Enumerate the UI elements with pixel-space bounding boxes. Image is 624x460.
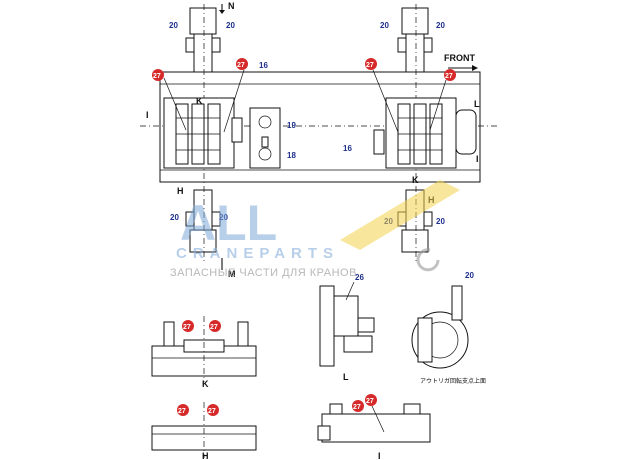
view-k-post-right	[237, 321, 249, 347]
outrigger-detail: 20 アウトリガ回転支点上面	[411, 271, 486, 385]
svg-text:27: 27	[183, 324, 191, 331]
callout-27-main-3: 27	[365, 58, 377, 70]
callout-27-main-1: 27	[152, 69, 164, 81]
view-k-marker-bottom: K	[412, 175, 419, 185]
center-hole-1	[258, 115, 272, 129]
view-k-marker-top: K	[196, 96, 203, 106]
view-k-title: K	[202, 379, 209, 389]
view-i-title: I	[378, 451, 381, 460]
leader-27-main-1	[163, 77, 187, 131]
callout-20-tr-a: 20	[380, 21, 389, 30]
callout-27-main-4: 27	[444, 69, 456, 81]
center-hole-2	[258, 147, 272, 161]
note-jp: アウトリガ回転支点上面	[420, 377, 486, 385]
view-h-title: H	[202, 451, 209, 460]
leader-27-i	[371, 405, 385, 433]
center-pin	[261, 136, 269, 148]
north-arrowhead	[219, 10, 225, 14]
watermark-subtitle: ЗАПАСНЫЕ ЧАСТИ ДЛЯ КРАНОВ	[170, 267, 357, 279]
callout-27-k-1: 27	[182, 320, 194, 332]
main-plan-view: N FRONT	[140, 1, 500, 279]
view-l-block	[343, 335, 373, 353]
view-l-column	[319, 285, 335, 367]
front-arrowhead	[472, 65, 478, 71]
svg-text:27: 27	[178, 408, 186, 415]
callout-20-tr-b: 20	[436, 21, 445, 30]
north-label: N	[228, 1, 235, 11]
callout-27-h-2: 27	[207, 404, 219, 416]
bracket-bl-1	[185, 211, 195, 227]
detail-flange-left	[417, 317, 433, 363]
view-h-marker-left: H	[177, 186, 184, 196]
view-m-marker: M	[228, 269, 236, 279]
callout-20-tl-b: 20	[226, 21, 235, 30]
callout-16-top: 16	[259, 61, 268, 70]
outrigger-beam-top-left	[193, 33, 213, 75]
view-l: 26 L	[319, 273, 375, 382]
view-l-part-26	[333, 295, 359, 337]
view-h: 27 27 H	[151, 402, 257, 460]
bracket-tr-1	[397, 37, 407, 53]
watermark-hook-icon	[416, 248, 440, 272]
leader-27-main-3	[372, 69, 399, 133]
bracket-tl-1	[185, 37, 195, 53]
outrigger-pad-bottom-left	[189, 229, 217, 253]
bracket-tr-2	[423, 37, 433, 53]
front-label: FRONT	[444, 53, 475, 63]
svg-text:27: 27	[366, 398, 374, 405]
callout-18: 18	[287, 151, 296, 160]
callout-16-right: 16	[343, 144, 352, 153]
callout-27-main-2: 27	[236, 58, 248, 70]
part-16-right	[373, 129, 385, 155]
callout-26: 26	[355, 273, 364, 282]
bracket-br-2	[423, 211, 433, 227]
svg-text:27: 27	[208, 408, 216, 415]
part-16-left	[231, 117, 243, 143]
right-hub	[455, 109, 477, 155]
svg-text:27: 27	[366, 62, 374, 69]
outrigger-pad-top-left	[189, 7, 217, 35]
view-i-post-left	[329, 403, 343, 415]
svg-text:27: 27	[237, 62, 245, 69]
view-k: 27 27 K	[151, 316, 257, 389]
view-i-body	[321, 413, 431, 443]
callout-20-bl-b: 20	[219, 213, 228, 222]
view-l-bracket	[357, 317, 375, 333]
view-l-marker: L	[474, 99, 480, 109]
view-l-title: L	[343, 372, 349, 382]
svg-text:27: 27	[445, 73, 453, 80]
view-i-post-right	[403, 403, 421, 415]
svg-text:27: 27	[353, 404, 361, 411]
callout-27-i-2: 27	[365, 394, 377, 406]
callout-19: 19	[287, 121, 296, 130]
view-i-end	[317, 425, 331, 441]
callout-20-bl-a: 20	[170, 213, 179, 222]
svg-text:27: 27	[153, 73, 161, 80]
callout-27-h-1: 27	[177, 404, 189, 416]
outrigger-beam-top-right	[405, 33, 425, 75]
callout-27-i-1: 27	[352, 400, 364, 412]
watermark-brand: CRANEPARTS	[176, 245, 339, 262]
watermark: ALL CRANEPARTS ЗАПАСНЫЕ ЧАСТИ ДЛЯ КРАНОВ	[170, 180, 460, 279]
outrigger-pad-bottom-right	[401, 229, 429, 253]
callout-20-br-b: 20	[436, 217, 445, 226]
view-i-marker-right: I	[476, 154, 479, 164]
callout-20-detail: 20	[465, 271, 474, 280]
callout-27-k-2: 27	[209, 320, 221, 332]
view-k-post-left	[163, 321, 175, 347]
watermark-logo-text: ALL	[180, 195, 277, 251]
leader-27-main-4	[429, 79, 447, 131]
detail-post	[451, 285, 463, 321]
svg-text:27: 27	[210, 324, 218, 331]
bracket-bl-2	[211, 211, 221, 227]
leader-26	[345, 281, 355, 301]
bracket-tl-2	[211, 37, 221, 53]
leader-27-main-2	[223, 69, 245, 133]
view-i: 27 27 I	[317, 394, 431, 460]
callout-20-tl-a: 20	[169, 21, 178, 30]
view-i-marker-left: I	[146, 110, 149, 120]
outrigger-pad-top-right	[401, 7, 429, 35]
watermark-crane-boom	[340, 180, 460, 250]
